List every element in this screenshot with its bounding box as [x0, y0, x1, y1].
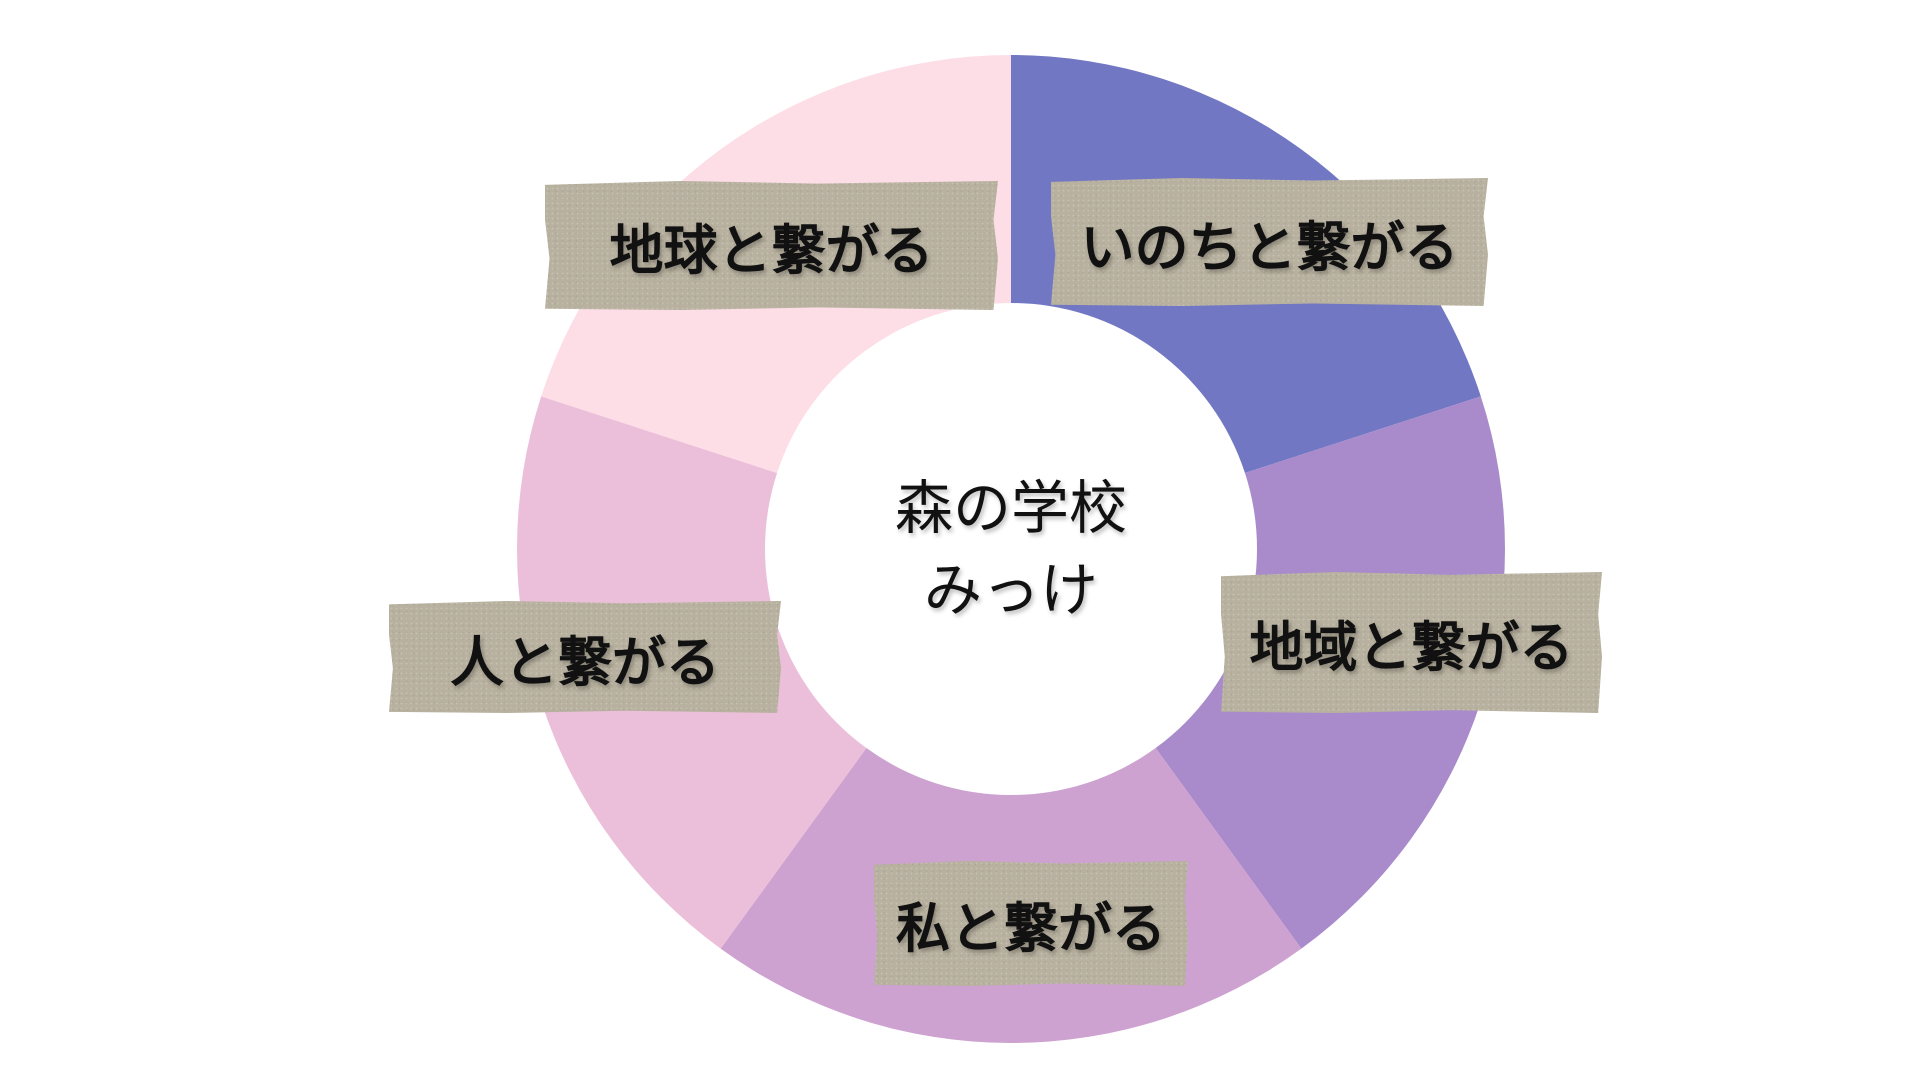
segment-label: 地域と繋がる	[1249, 616, 1574, 679]
label-tape-life: いのちと繋がる	[1051, 178, 1488, 306]
label-tape-community: 地域と繋がる	[1221, 572, 1602, 713]
label-tape-people: 人と繋がる	[389, 601, 781, 713]
segment-label: 私と繋がる	[896, 897, 1166, 960]
center-title-line1: 森の学校	[894, 474, 1128, 542]
center-title: 森の学校 みっけ	[895, 467, 1127, 631]
label-tape-earth: 地球と繋がる	[545, 181, 998, 310]
segment-label: 地球と繋がる	[609, 219, 934, 282]
center-title-line2: みっけ	[923, 556, 1099, 624]
segment-label: 人と繋がる	[450, 630, 720, 694]
segment-label: いのちと繋がる	[1080, 215, 1459, 279]
label-tape-self: 私と繋がる	[874, 861, 1188, 986]
